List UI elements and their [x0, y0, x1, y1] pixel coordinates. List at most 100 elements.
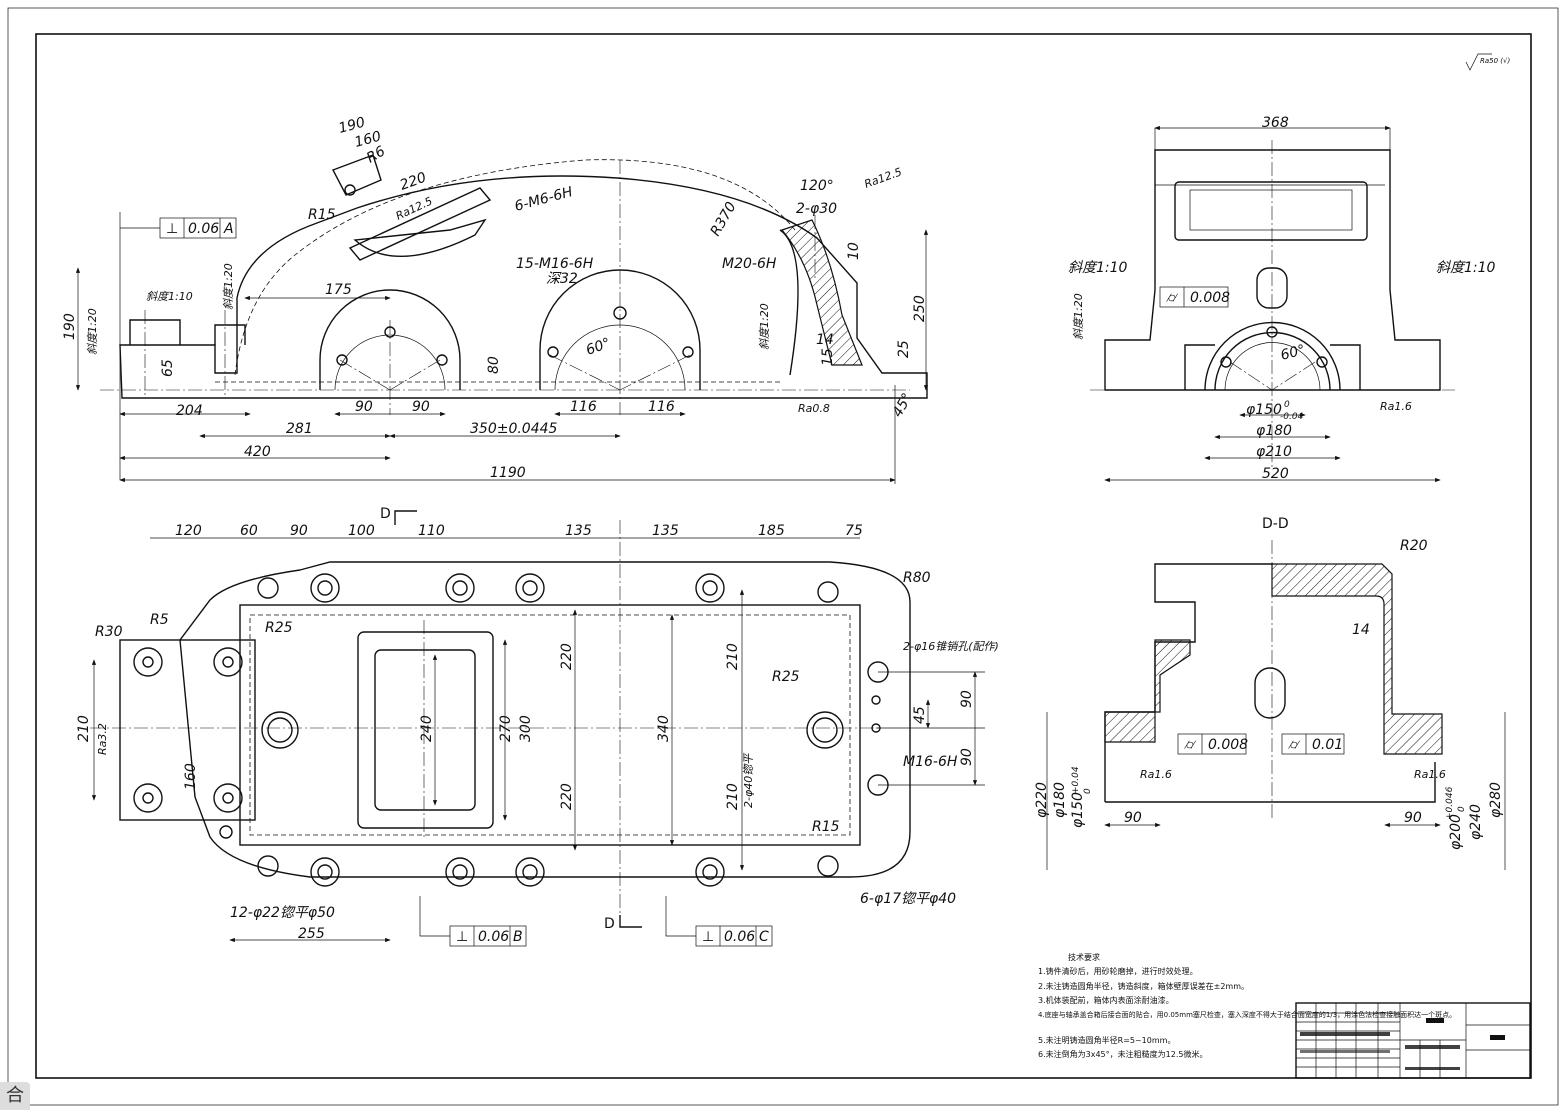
dim-2-phi30: 2-φ30: [796, 201, 837, 217]
dim-phi240: φ240: [1468, 804, 1484, 840]
drawing-frame: [35, 33, 1532, 1079]
section-tolerance-a: ⌭ 0.008: [1177, 733, 1248, 755]
dim-15: 15: [820, 348, 836, 366]
tol-symbol: ⊥: [456, 929, 468, 945]
roughness-ra16-b: Ra1.6: [1414, 768, 1446, 781]
dim-135-b: 135: [652, 523, 679, 539]
plan-view: D D ⊥ 0.06 B ⊥ 0.06 C 120 60 90 100 110 …: [76, 506, 999, 947]
dim-phi210: φ210: [1256, 444, 1292, 460]
roughness-ra125-b: Ra12.5: [863, 165, 904, 191]
tech-note-3: 3.机体装配前，箱体内表面涂耐油漆。: [1038, 995, 1174, 1005]
dim-90-b: 90: [1404, 810, 1422, 826]
dim-60: 60: [240, 523, 258, 539]
section-title: D-D: [1262, 516, 1289, 532]
dim-deep32: 深32: [546, 271, 578, 287]
section-marker-bottom: D: [604, 916, 615, 932]
dim-45deg: 45°: [890, 390, 916, 420]
tol-symbol: ⊥: [702, 929, 714, 945]
dim-175: 175: [325, 282, 352, 298]
dim-2-phi16: 2-φ16锥销孔(配作): [903, 640, 999, 653]
bolt-holes: [133, 573, 889, 887]
dim-r30: R30: [95, 624, 123, 640]
surface-finish-text: Ra50 (√): [1480, 57, 1510, 65]
tech-note-6: 6.未注倒角为3x45°，未注粗糙度为12.5微米。: [1038, 1049, 1207, 1059]
tol-down: 0: [1457, 806, 1467, 812]
dim-270: 270: [498, 715, 514, 742]
dim-116-b: 116: [648, 399, 675, 415]
dim-m16: M16-6H: [903, 754, 958, 770]
dim-15-m16: 15-M16-6H: [516, 256, 594, 272]
dim-80: 80: [486, 356, 502, 374]
dim-r25-b: R25: [772, 669, 800, 685]
dim-100: 100: [348, 523, 375, 539]
tol-down: 0: [1083, 788, 1093, 794]
dim-phi180: φ180: [1052, 782, 1068, 818]
dim-520: 520: [1262, 466, 1289, 482]
dim-14: 14: [1352, 622, 1370, 638]
dim-160: 160: [183, 763, 199, 790]
dim-90: 90: [290, 523, 308, 539]
title-block: [1295, 1002, 1531, 1079]
dim-r80: R80: [903, 570, 931, 586]
section-view: D-D ⌭ 0.008 ⌭ 0.01 R20 14 φ220 φ180 φ150…: [1034, 516, 1506, 870]
tol-up: 0: [1284, 400, 1290, 410]
tol-up: +0.046: [1445, 786, 1455, 820]
tech-note-2: 2.未注铸造圆角半径，铸造斜度，箱体壁厚误差在±2mm。: [1038, 981, 1249, 991]
tol-value: 0.008: [1190, 290, 1230, 306]
dim-45: 45: [912, 706, 928, 724]
dim-210-b: 210: [725, 643, 741, 670]
roughness-ra08: Ra0.8: [798, 402, 830, 415]
dim-phi150: φ150: [1246, 402, 1282, 418]
dim-420: 420: [244, 444, 271, 460]
dim-90-a: 90: [355, 399, 373, 415]
tol-datum: A: [223, 221, 234, 237]
dim-6-phi17: 6-φ17锪平φ40: [860, 891, 956, 907]
corner-badge: 合: [0, 1082, 30, 1110]
dim-phi220: φ220: [1034, 782, 1050, 818]
dim-204: 204: [176, 403, 203, 419]
dim-m20: M20-6H: [722, 256, 777, 272]
dim-r5: R5: [150, 612, 169, 628]
outer-border: [7, 7, 1559, 1106]
dim-368: 368: [1262, 115, 1289, 131]
dim-210-a: 210: [76, 715, 92, 742]
dim-phi280: φ280: [1488, 782, 1504, 818]
dim-12-phi22: 12-φ22锪平φ50: [230, 905, 335, 921]
tol-symbol: ⌭: [1166, 290, 1178, 306]
front-tolerance-frame: ⊥ 0.06 A: [120, 217, 237, 239]
dim-340: 340: [656, 715, 672, 742]
side-view: ⌭ 0.008 368 520 φ150 0 -0.04 φ180 φ210 6…: [1068, 115, 1496, 483]
dim-240: 240: [419, 715, 435, 742]
dim-90-b: 90: [412, 399, 430, 415]
tol-symbol: ⊥: [166, 221, 178, 237]
technical-requirements: 技术要求 1.铸件清砂后，用砂轮磨掉，进行时效处理。 2.未注铸造圆角半径，铸造…: [1038, 952, 1456, 1059]
tech-note-1: 1.铸件清砂后，用砂轮磨掉，进行时效处理。: [1038, 966, 1198, 976]
tech-note-5: 5.未注明铸造圆角半径R=5~10mm。: [1038, 1035, 1175, 1045]
dim-90-b: 90: [959, 748, 975, 766]
tol-up: +0.04: [1071, 766, 1081, 794]
dim-1190: 1190: [490, 465, 526, 481]
tol-symbol: ⌭: [1288, 737, 1300, 753]
dim-190-h: 190: [62, 313, 78, 340]
dim-120deg: 120°: [800, 178, 834, 194]
surface-finish-note: Ra50 (√): [1465, 53, 1510, 71]
dim-210-c: 210: [725, 783, 741, 810]
slope-left-2: 斜度1:20: [1072, 293, 1085, 340]
dim-120: 120: [175, 523, 202, 539]
dim-10: 10: [846, 242, 862, 260]
dim-250: 250: [912, 295, 928, 322]
dim-160: 160: [353, 128, 383, 150]
tol-datum: B: [513, 929, 523, 945]
slope-1-20-a: 斜度1:20: [222, 263, 235, 310]
dim-135-a: 135: [565, 523, 592, 539]
dim-350: 350±0.0445: [470, 421, 558, 437]
dim-65: 65: [160, 359, 176, 377]
dim-6-m6: 6-M6-6H: [513, 184, 575, 215]
dim-60deg: 60°: [1279, 342, 1307, 364]
dim-75: 75: [845, 523, 863, 539]
tol-down: -0.04: [1280, 412, 1304, 422]
dim-phi180: φ180: [1256, 423, 1292, 439]
dim-300: 300: [518, 715, 534, 742]
front-view: ⊥ 0.06 A 190 160 R6 R15 220 Ra12.5 6-M6-…: [62, 114, 929, 484]
